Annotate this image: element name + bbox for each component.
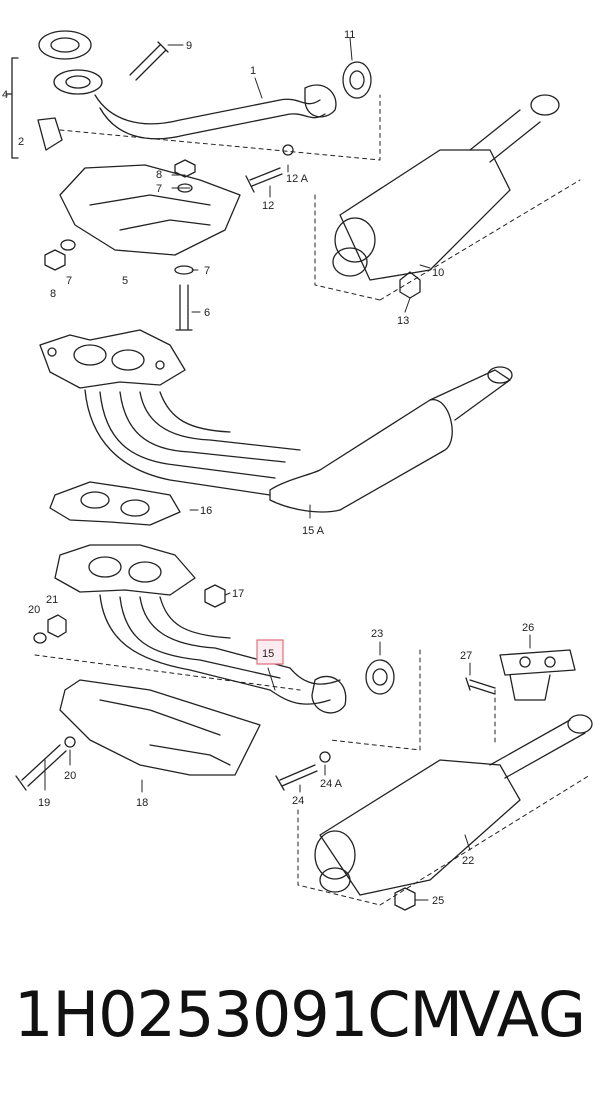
callout-26: 26 bbox=[522, 622, 534, 634]
callout-12: 12 bbox=[262, 200, 274, 212]
catalytic-converter-bottom bbox=[314, 714, 593, 896]
callout-7b: 7 bbox=[66, 275, 72, 287]
manifold-pipes-bottom bbox=[99, 594, 341, 705]
callout-21: 21 bbox=[46, 594, 58, 606]
brand-name: VAG bbox=[458, 978, 586, 1051]
heat-shield-bottom bbox=[59, 679, 261, 776]
guide-lines-top bbox=[59, 94, 581, 301]
callout-18: 18 bbox=[136, 797, 148, 809]
callout-1: 1 bbox=[250, 65, 256, 77]
exhaust-exploded-diagram: 1 2 4 5 6 7 7 7 8 8 9 10 11 12 12 A 13 1… bbox=[2, 29, 593, 911]
bolt-12 bbox=[245, 167, 283, 193]
manifold-pipes-middle bbox=[84, 389, 301, 496]
clamp-part bbox=[37, 117, 63, 151]
callout-22: 22 bbox=[462, 855, 474, 867]
callout-11: 11 bbox=[344, 29, 355, 41]
bracket-26 bbox=[499, 649, 576, 701]
callout-24a: 24 A bbox=[320, 778, 343, 790]
callout-17: 17 bbox=[232, 588, 244, 600]
highlight-box-15 bbox=[256, 639, 284, 665]
callout-12a: 12 A bbox=[286, 173, 309, 185]
callout-2: 2 bbox=[18, 136, 24, 148]
callout-10: 10 bbox=[432, 267, 444, 279]
catalytic-converter-top bbox=[332, 94, 560, 281]
manifold-flange-middle bbox=[39, 329, 186, 389]
callout-15a: 15 A bbox=[302, 525, 325, 537]
callout-27: 27 bbox=[460, 650, 472, 662]
callout-7c: 7 bbox=[204, 265, 210, 277]
heat-shield-top bbox=[59, 164, 241, 256]
callout-8b: 8 bbox=[50, 288, 56, 300]
bolt-24 bbox=[275, 764, 318, 791]
front-muffler bbox=[269, 366, 513, 513]
manifold-flange-bottom bbox=[54, 544, 196, 596]
callout-25: 25 bbox=[432, 895, 444, 907]
guide-lines-bottom bbox=[34, 649, 591, 906]
callout-23: 23 bbox=[371, 628, 383, 640]
callout-4: 4 bbox=[2, 89, 8, 101]
ring-11 bbox=[342, 61, 372, 99]
callout-5: 5 bbox=[122, 275, 128, 287]
callout-13: 13 bbox=[397, 315, 409, 327]
gasket-ring bbox=[38, 30, 103, 95]
callout-6: 6 bbox=[204, 307, 210, 319]
bolt bbox=[129, 41, 169, 81]
callout-7a: 7 bbox=[156, 183, 162, 195]
gasket-16 bbox=[49, 481, 181, 526]
ring-23 bbox=[365, 659, 395, 695]
callout-20b: 20 bbox=[64, 770, 76, 782]
callout-15: 15 bbox=[262, 648, 274, 660]
callout-24: 24 bbox=[292, 795, 304, 807]
part-number: 1H0253091CM bbox=[14, 978, 463, 1051]
callout-leaders bbox=[44, 37, 531, 901]
callout-16: 16 bbox=[200, 505, 212, 517]
callout-9: 9 bbox=[186, 40, 192, 52]
callout-8a: 8 bbox=[156, 169, 162, 181]
footer-bar: 1H0253091CM VAG bbox=[0, 960, 600, 1070]
front-pipe bbox=[94, 94, 321, 125]
bracket-line bbox=[5, 57, 19, 159]
callout-19: 19 bbox=[38, 797, 50, 809]
bolt-19 bbox=[15, 744, 67, 791]
callout-20a: 20 bbox=[28, 604, 40, 616]
bolt-6 bbox=[175, 284, 193, 331]
